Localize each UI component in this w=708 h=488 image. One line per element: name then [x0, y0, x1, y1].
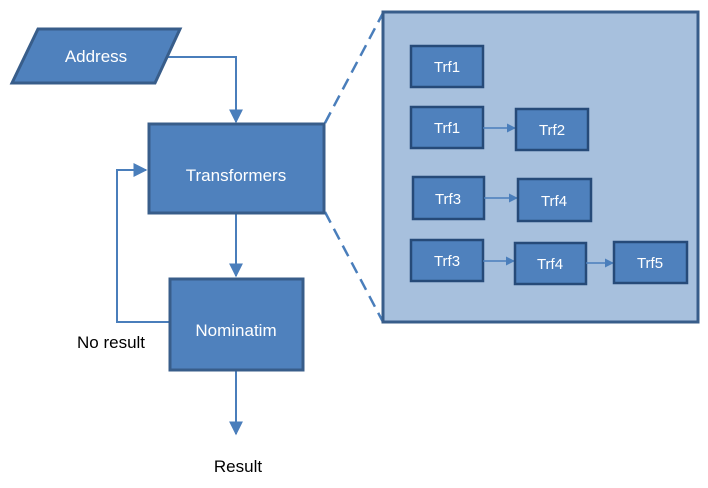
row4-label-2: Trf4	[537, 256, 563, 273]
row1-label-1: Trf1	[434, 59, 460, 76]
row4-label-1: Trf3	[434, 253, 460, 270]
connector-no-result-loop	[116, 163, 170, 323]
address-shape	[9, 27, 183, 85]
transformer-detail-panel: Trf1 Trf1 Trf2 Trf3 Trf4 Trf3 Trf4 Trf5	[381, 10, 700, 324]
row1-box-1	[409, 44, 485, 89]
row4-box-2	[513, 241, 588, 286]
address-node: Address	[9, 27, 183, 85]
zoom-line-bottom	[323, 211, 385, 323]
nominatim-node: Nominatim	[168, 277, 305, 372]
row3-label-1: Trf3	[435, 191, 461, 208]
zoom-line-top	[323, 12, 385, 124]
row2-label-1: Trf1	[434, 120, 460, 137]
result-label: Result	[214, 457, 262, 476]
row2-box-2	[514, 107, 590, 152]
row2-box-1	[409, 105, 485, 150]
transformers-box	[147, 122, 326, 215]
nominatim-label: Nominatim	[195, 321, 276, 340]
row2-label-2: Trf2	[539, 122, 565, 139]
row4-box-3	[612, 240, 689, 285]
connector-address-to-transformers	[165, 56, 243, 124]
no-result-label: No result	[77, 333, 145, 352]
row4-label-3: Trf5	[637, 255, 663, 272]
row3-box-2	[516, 177, 593, 223]
transformers-node: Transformers	[147, 122, 326, 215]
row3-box-1	[411, 175, 486, 221]
row3-label-2: Trf4	[541, 193, 567, 210]
nominatim-box	[168, 277, 305, 372]
address-label: Address	[65, 47, 127, 66]
transformers-label: Transformers	[186, 166, 286, 185]
